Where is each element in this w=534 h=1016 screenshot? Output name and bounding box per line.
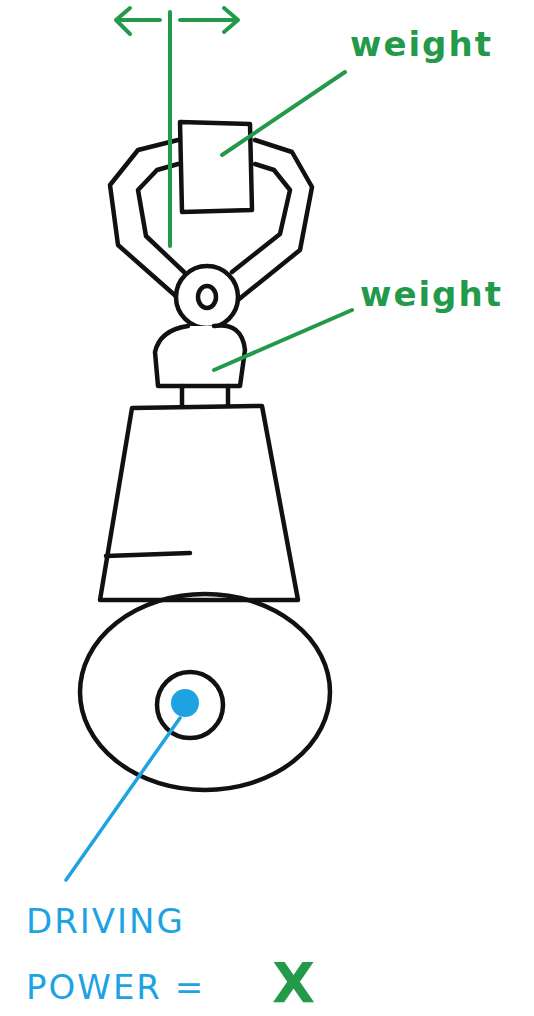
body-trapezoid bbox=[100, 406, 298, 600]
drive-leader bbox=[66, 718, 180, 880]
weight-label: weight bbox=[350, 22, 530, 66]
base-wheel bbox=[80, 594, 330, 790]
swing-axis bbox=[168, 12, 172, 246]
driving-power-label: DRIVING POWER = bbox=[26, 888, 226, 1016]
body-line bbox=[106, 553, 190, 556]
pivot-hole bbox=[198, 286, 216, 308]
top-weight-block bbox=[180, 122, 252, 212]
weight-stem bbox=[182, 386, 228, 406]
pivot-circle bbox=[176, 266, 238, 328]
swing-arrow-left bbox=[116, 8, 160, 34]
weight-label: weight bbox=[360, 272, 530, 316]
loop-inner-left bbox=[138, 164, 184, 272]
weight-leader bbox=[214, 310, 352, 370]
drive-point bbox=[171, 689, 199, 717]
swing-arrow-right bbox=[180, 8, 238, 32]
weight-leader bbox=[222, 72, 345, 155]
power-variable: X bbox=[272, 950, 352, 1016]
drive-hub bbox=[157, 672, 223, 738]
lower-weight bbox=[155, 326, 245, 387]
